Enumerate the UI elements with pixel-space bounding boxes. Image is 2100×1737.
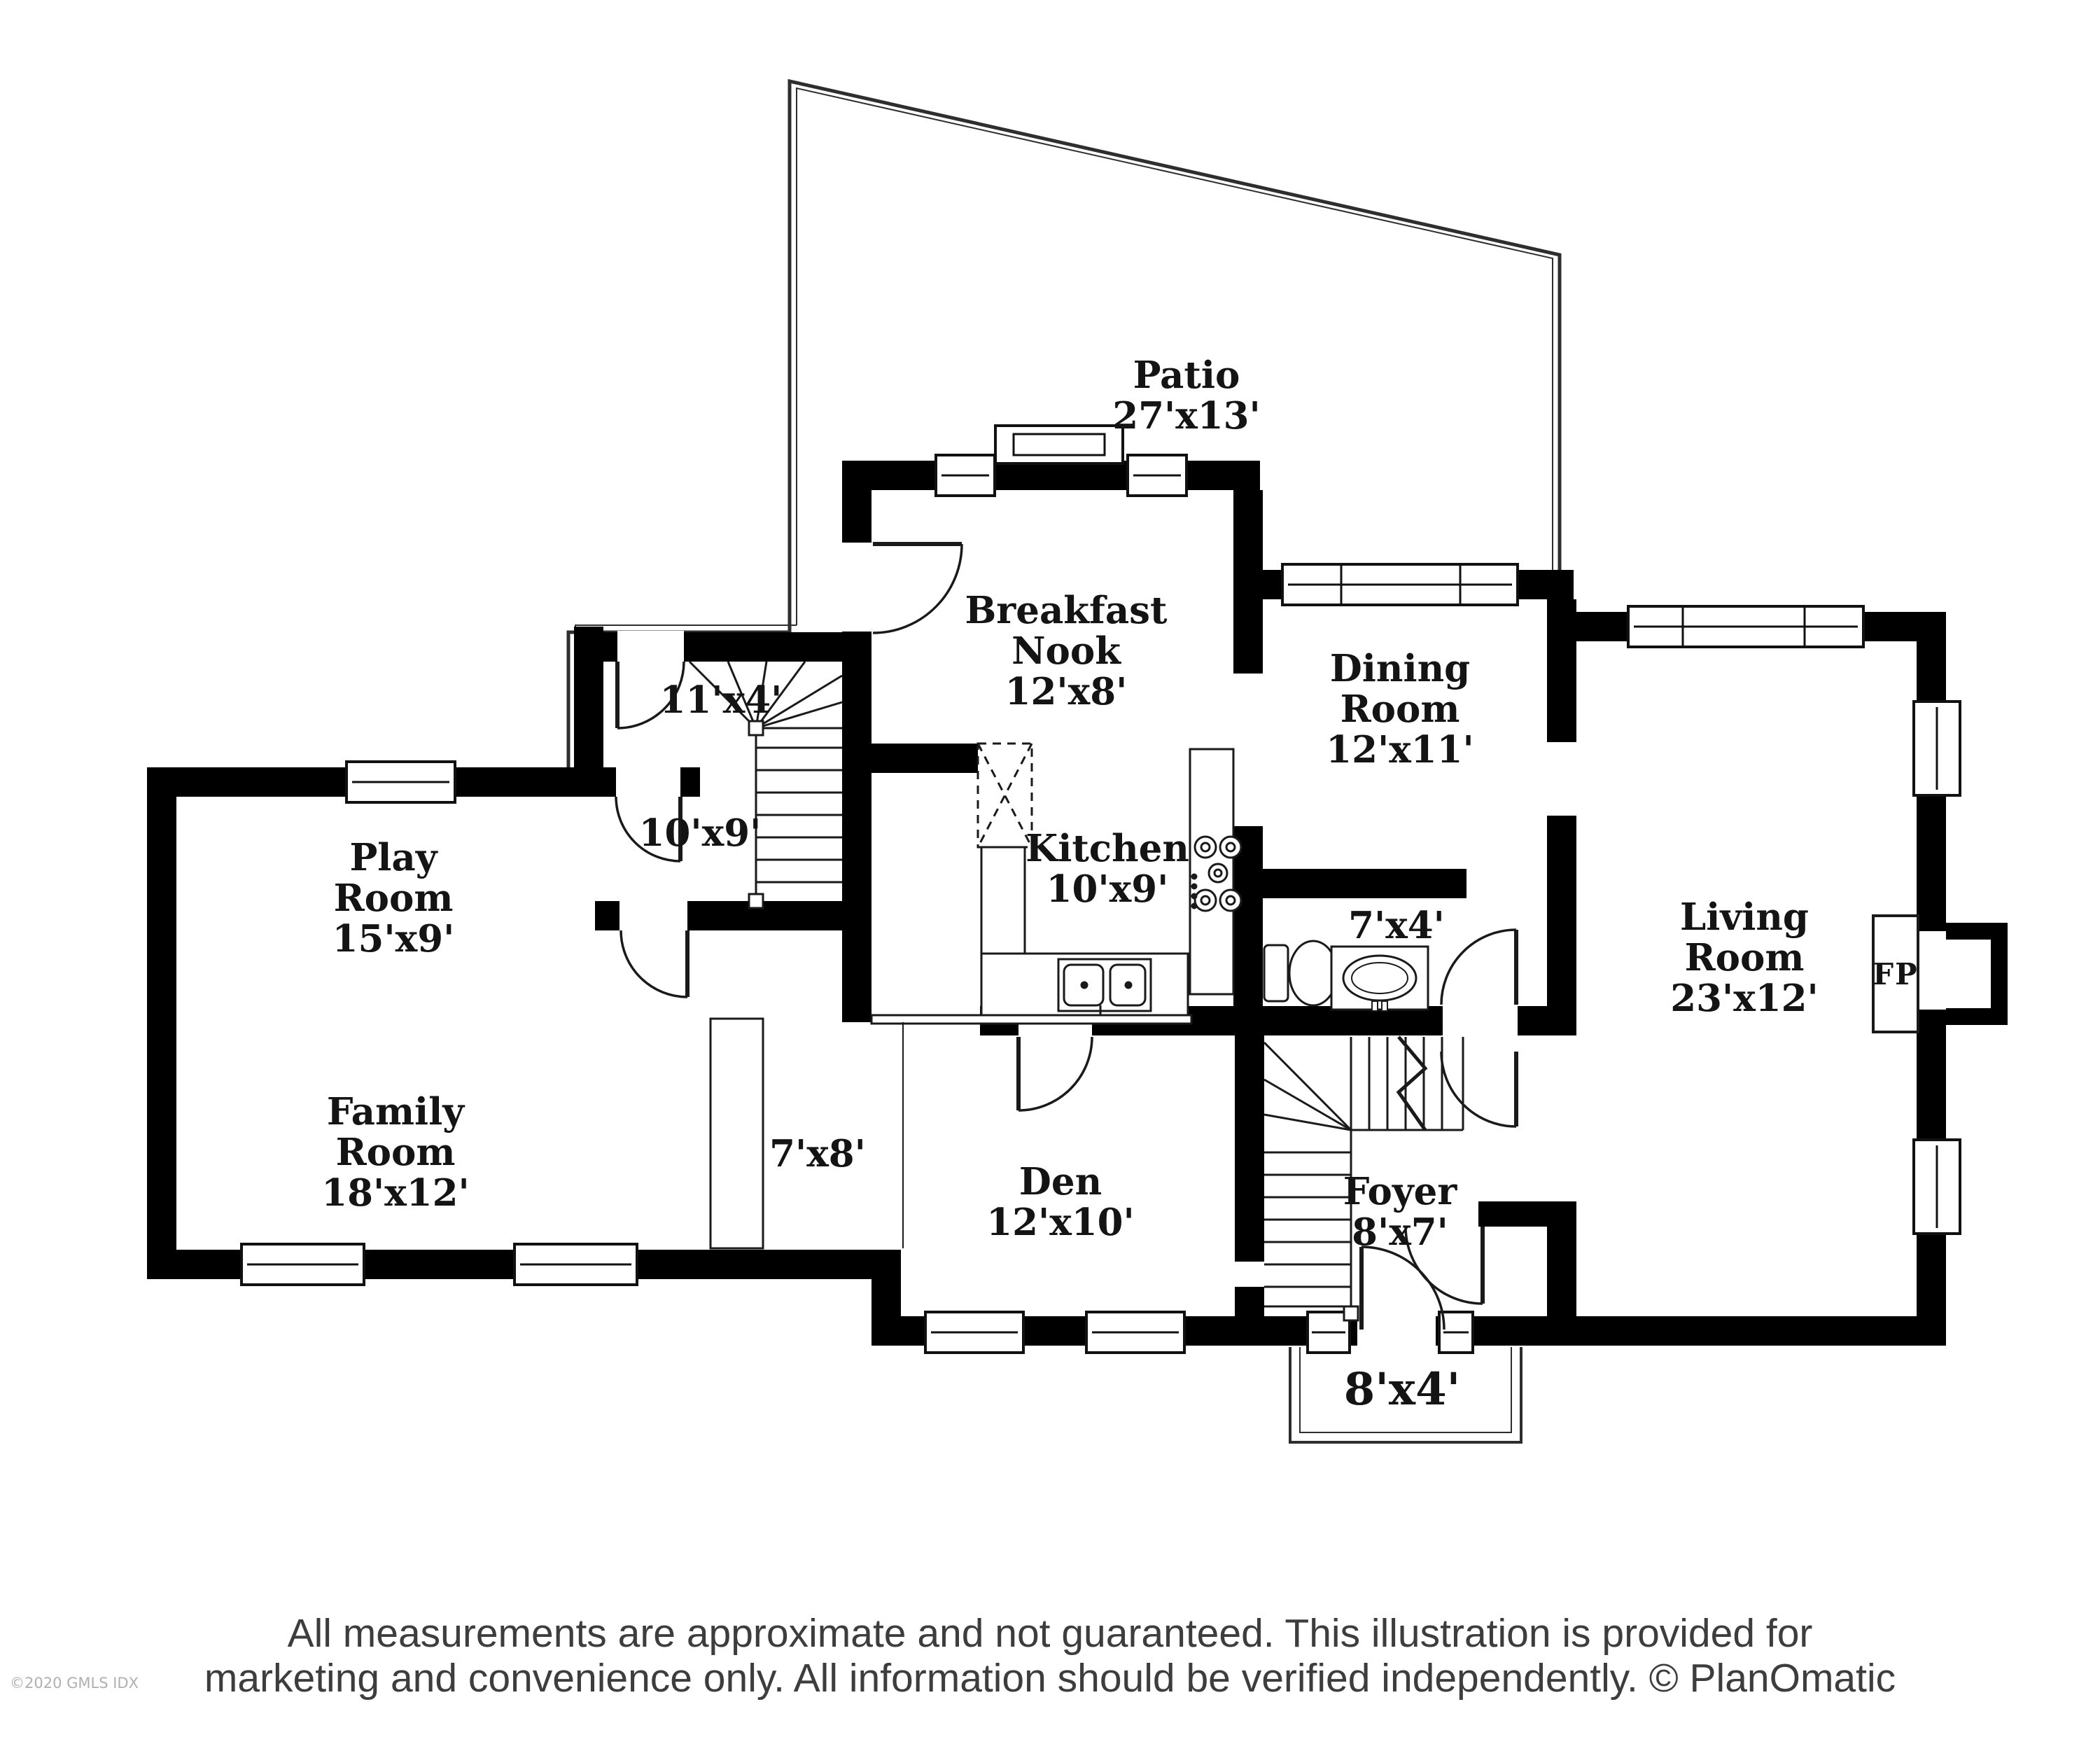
fireplace-label: FP	[1872, 957, 1919, 991]
window-icon	[1912, 700, 1961, 797]
windows	[240, 424, 1961, 1354]
room-label-stair-hall: 10'x9'	[638, 811, 762, 855]
window-icon	[240, 1243, 365, 1286]
window-icon	[1126, 454, 1188, 497]
front-stoop-outline	[1289, 1347, 1522, 1444]
room-label-dining-room: Dining Room 12'x11'	[1326, 647, 1474, 772]
room-label-play-room: Play Room 15'x9'	[332, 836, 455, 961]
closet-door-icon	[1404, 1226, 1485, 1305]
door-icon	[1440, 1051, 1518, 1128]
window-icon	[934, 454, 996, 497]
window-icon	[1306, 1311, 1351, 1354]
room-label-stoop: 8'x4'	[1343, 1363, 1461, 1416]
window-icon	[1627, 605, 1865, 648]
vanity-sink-icon	[1330, 945, 1429, 1012]
fireplace-icon	[1872, 914, 2008, 1033]
door-icon	[872, 542, 963, 634]
mls-copyright: ©2020 GMLS IDX	[10, 1675, 139, 1691]
room-label-den: Den 12'x10'	[986, 1160, 1135, 1244]
window-icon	[1085, 1311, 1186, 1354]
staircase-icon	[1263, 1035, 1464, 1322]
window-icon	[513, 1243, 638, 1286]
wall-openings	[616, 543, 1947, 1347]
window-icon	[1912, 1138, 1961, 1235]
window-icon	[924, 1311, 1025, 1354]
closet-area-lines	[709, 1017, 904, 1250]
bathroom-fixtures	[1263, 940, 1429, 1012]
room-label-kitchen: Kitchen 10'x9'	[1026, 827, 1189, 911]
winder-staircase-icon	[688, 660, 843, 909]
door-icon	[1016, 1036, 1093, 1112]
door-icon	[620, 930, 690, 998]
refrigerator-icon	[976, 742, 1033, 849]
bay-window-icon	[994, 424, 1124, 465]
door-icon	[1440, 928, 1518, 1005]
door-icon	[615, 661, 685, 730]
door-icon	[615, 796, 682, 863]
kitchen-fixtures	[870, 742, 1242, 1025]
room-label-living-room: Living Room 23'x12'	[1670, 895, 1819, 1020]
window-icon	[345, 760, 456, 804]
room-label-foyer: Foyer 8'x7'	[1343, 1170, 1457, 1254]
room-label-breakfast-nook: Breakfast Nook 12'x8'	[965, 589, 1168, 713]
disclaimer-line-2: marketing and convenience only. All info…	[204, 1656, 1896, 1701]
room-label-bathroom: 7'x4'	[1348, 904, 1445, 947]
toilet-icon	[1263, 940, 1338, 1007]
room-label-mudroom: 11'x4'	[659, 678, 783, 722]
disclaimer-line-1: All measurements are approximate and not…	[287, 1611, 1813, 1656]
window-icon	[1281, 563, 1519, 606]
room-label-patio: Patio 27'x13'	[1112, 354, 1261, 438]
cooktop-icon	[1191, 835, 1242, 912]
room-label-closet-area: 7'x8'	[769, 1132, 866, 1176]
kitchen-sink-icon	[1057, 958, 1152, 1015]
window-icon	[1438, 1311, 1474, 1354]
room-label-family-room: Family Room 18'x12'	[321, 1090, 470, 1215]
